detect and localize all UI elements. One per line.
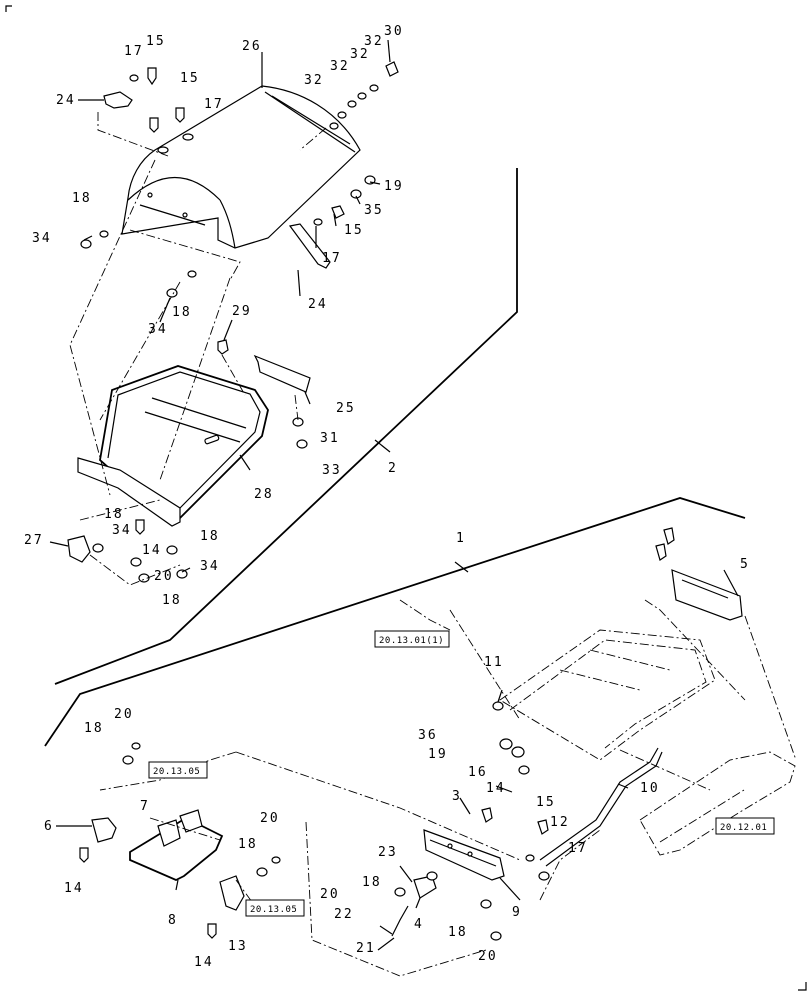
callout-13: 13: [228, 939, 248, 954]
reference-boxes: 20.13.01(1) 20.13.05 20.13.05 20.12.01: [148, 630, 775, 917]
callout-16: 16: [468, 765, 488, 780]
callout-26: 26: [242, 39, 262, 54]
callout-32: 32: [350, 47, 370, 62]
callout-24: 24: [308, 297, 328, 312]
callout-4: 4: [414, 917, 424, 932]
left-side-bracket: [639, 751, 796, 856]
callout-2: 2: [388, 461, 398, 476]
reference-20-12-01: 20.12.01: [720, 823, 767, 833]
reference-20-13-05-b: 20.13.05: [250, 905, 297, 915]
callout-14: 14: [64, 881, 84, 896]
callout-15: 15: [536, 795, 556, 810]
rail-3: [423, 829, 505, 881]
callout-34: 34: [112, 523, 132, 538]
lower-frame: [499, 629, 716, 791]
callout-6: 6: [44, 819, 54, 834]
hinge-bracket-right: [288, 223, 331, 269]
bracket-27: [67, 535, 91, 563]
callout-labels: 17 15 24 15 17 26 32 32 32 32 30 19 35 1…: [24, 24, 750, 970]
seat-support-8: [129, 809, 224, 881]
leader-lines: [49, 39, 739, 951]
callout-20: 20: [154, 569, 174, 584]
callout-31: 31: [320, 431, 340, 446]
callout-35: 35: [364, 203, 384, 218]
hinge-bracket-left: [103, 91, 133, 109]
callout-18: 18: [162, 593, 182, 608]
callout-29: 29: [232, 304, 252, 319]
bracket-6: [91, 817, 117, 843]
reference-20-13-01-1: 20.13.01(1): [379, 636, 444, 646]
callout-20: 20: [260, 811, 280, 826]
callout-18: 18: [448, 925, 468, 940]
callout-34: 34: [148, 322, 168, 337]
callout-20: 20: [478, 949, 498, 964]
callout-17: 17: [322, 251, 342, 266]
callout-32-stack: 32: [364, 34, 384, 49]
bracket-25: [253, 354, 311, 393]
callout-19: 19: [384, 179, 404, 194]
callout-14: 14: [194, 955, 214, 970]
callout-34: 34: [200, 559, 220, 574]
callout-34: 34: [32, 231, 52, 246]
callout-3: 3: [452, 789, 462, 804]
seat-cushion: [121, 85, 361, 249]
callout-33: 33: [322, 463, 342, 478]
lower-assembly-lines: [99, 599, 797, 977]
assembly-boundaries: [44, 168, 746, 747]
latch-13: [219, 875, 245, 911]
callout-28: 28: [254, 487, 274, 502]
callout-18: 18: [104, 507, 124, 522]
callout-14: 14: [486, 781, 506, 796]
linkage-rod-10: [538, 747, 663, 881]
callout-19: 19: [428, 747, 448, 762]
lower-hardware: [79, 701, 549, 941]
callout-18: 18: [72, 191, 92, 206]
callout-25: 25: [336, 401, 356, 416]
upper-assembly-lines: [69, 112, 327, 586]
callout-18: 18: [238, 837, 258, 852]
callout-14: 14: [142, 543, 162, 558]
callout-15: 15: [146, 34, 166, 49]
callout-17: 17: [568, 841, 588, 856]
callout-20: 20: [114, 707, 134, 722]
callout-8: 8: [168, 913, 178, 928]
callout-15: 15: [180, 71, 200, 86]
callout-18: 18: [84, 721, 104, 736]
callout-7: 7: [140, 799, 150, 814]
callout-23: 23: [378, 845, 398, 860]
bracket-5: [655, 527, 743, 621]
upper-hardware: [80, 61, 399, 583]
callout-5: 5: [740, 557, 750, 572]
callout-17: 17: [124, 44, 144, 59]
callout-12: 12: [550, 815, 570, 830]
callout-20: 20: [320, 887, 340, 902]
callout-15: 15: [344, 223, 364, 238]
reference-20-13-05-a: 20.13.05: [153, 767, 200, 777]
seat-frame: [77, 365, 269, 527]
callout-18: 18: [172, 305, 192, 320]
callout-18: 18: [362, 875, 382, 890]
callout-1: 1: [456, 531, 466, 546]
callout-18: 18: [200, 529, 220, 544]
corner-marks: [5, 5, 807, 991]
callout-30: 30: [384, 24, 404, 39]
callout-17: 17: [204, 97, 224, 112]
callout-11: 11: [484, 655, 504, 670]
clip-4-and-handle-21: [391, 875, 437, 937]
callout-10: 10: [640, 781, 660, 796]
callout-32: 32: [330, 59, 350, 74]
callout-27: 27: [24, 533, 44, 548]
callout-24: 24: [56, 93, 76, 108]
callout-21: 21: [356, 941, 376, 956]
callout-22: 22: [334, 907, 354, 922]
callout-32: 32: [304, 73, 324, 88]
callout-36: 36: [418, 728, 438, 743]
callout-9: 9: [512, 905, 522, 920]
